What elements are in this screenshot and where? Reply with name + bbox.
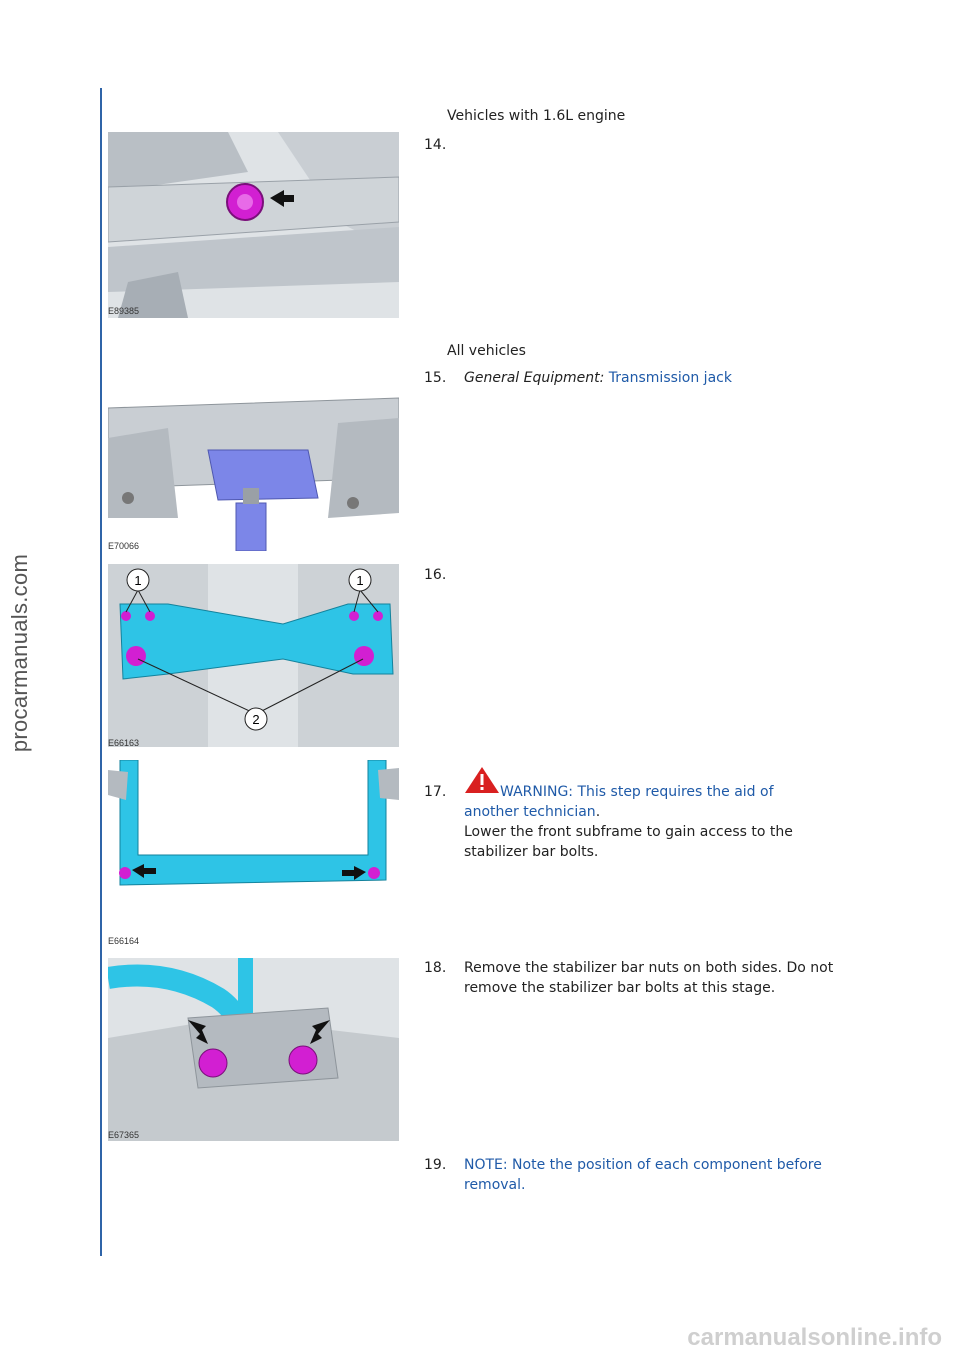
section-heading-all-vehicles: All vehicles <box>447 343 526 359</box>
warning-period: . <box>595 804 601 820</box>
figure-e89385 <box>108 132 399 318</box>
step-16-number: 16. <box>424 567 447 583</box>
footer-watermark: carmanualsonline.info <box>687 1324 942 1351</box>
figure-e66164 <box>108 760 399 930</box>
step-18-line1: Remove the stabilizer bar nuts on both s… <box>464 960 834 976</box>
step-17-line2: stabilizer bar bolts. <box>464 844 599 860</box>
step-14-number: 14. <box>424 137 447 153</box>
step-18-number: 18. <box>424 960 447 976</box>
step-15-number: 15. <box>424 370 447 386</box>
figure-e66163: 1 1 2 <box>108 564 399 747</box>
side-watermark: procarmanuals.com <box>7 553 32 753</box>
figure-code-e67365: E67365 <box>108 1130 140 1140</box>
callout-1-right: 1 <box>356 573 363 588</box>
figure-e67365 <box>108 958 399 1141</box>
figure-code-e70066: E70066 <box>108 541 140 551</box>
step-17-number: 17. <box>424 784 447 800</box>
figure-code-e66163: E66163 <box>108 738 140 748</box>
callout-2: 2 <box>252 712 259 727</box>
general-equipment-label: General Equipment: <box>464 370 605 386</box>
warning-technician-text: another technician <box>464 804 596 820</box>
step-18-line2: remove the stabilizer bar bolts at this … <box>464 980 776 996</box>
step-19-number: 19. <box>424 1157 447 1173</box>
figure-e70066 <box>108 368 399 551</box>
margin-rule <box>100 88 102 1256</box>
step-15-text: General Equipment: Transmission jack <box>464 368 732 388</box>
figure-code-e89385: E89385 <box>108 306 140 316</box>
step-17-warning-line2: another technician. <box>464 802 600 822</box>
step-19-note-line2: removal. <box>464 1177 526 1193</box>
step-17-warning-line1: WARNING: This step requires the aid of <box>500 784 774 800</box>
callout-1-left: 1 <box>134 573 141 588</box>
step-19-note-line1: NOTE: Note the position of each componen… <box>464 1157 822 1173</box>
step-17-line1: Lower the front subframe to gain access … <box>464 824 793 840</box>
section-heading-1-6l: Vehicles with 1.6L engine <box>447 108 626 124</box>
warning-icon <box>464 766 500 800</box>
transmission-jack-link[interactable]: Transmission jack <box>608 370 732 386</box>
figure-code-e66164: E66164 <box>108 936 140 946</box>
